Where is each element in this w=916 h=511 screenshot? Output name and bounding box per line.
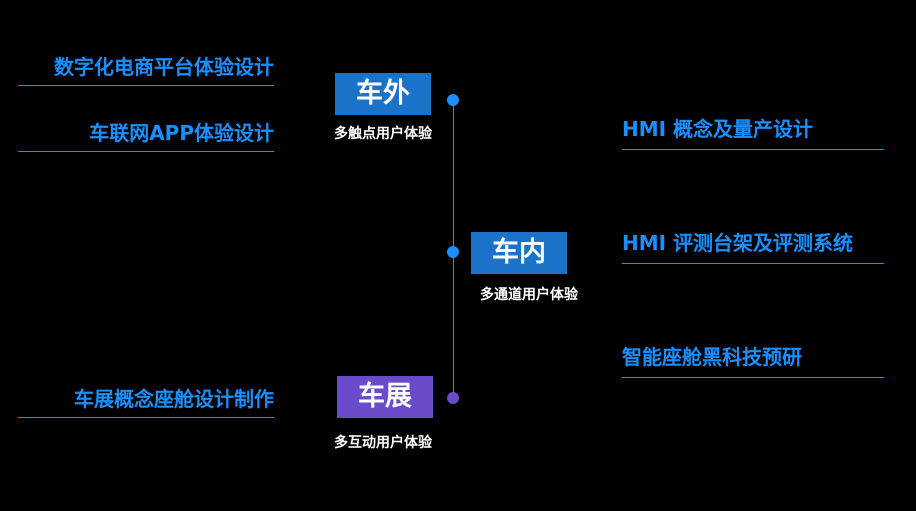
timeline-dot-show: [447, 392, 459, 404]
right-item-cockpit-research: 智能座舱黑科技预研: [622, 344, 884, 378]
right-item-hmi-concept: HMI 概念及量产设计: [622, 116, 884, 150]
left-item-auto-show-cockpit: 车展概念座舱设计制作: [18, 386, 274, 418]
timeline-dot-outside: [447, 94, 459, 106]
node-caption-inside: 多通道用户体验: [480, 287, 578, 303]
node-caption-show: 多互动用户体验: [334, 435, 432, 451]
node-caption-outside: 多触点用户体验: [334, 126, 432, 142]
timeline-dot-inside: [447, 246, 459, 258]
node-badge-show: 车展: [337, 376, 433, 418]
left-item-digital-ecommerce: 数字化电商平台体验设计: [18, 54, 274, 86]
left-item-connected-car-app: 车联网APP体验设计: [18, 120, 274, 152]
right-item-hmi-evaluation: HMI 评测台架及评测系统: [622, 230, 884, 264]
node-badge-outside: 车外: [335, 73, 431, 115]
node-badge-inside: 车内: [471, 232, 567, 274]
